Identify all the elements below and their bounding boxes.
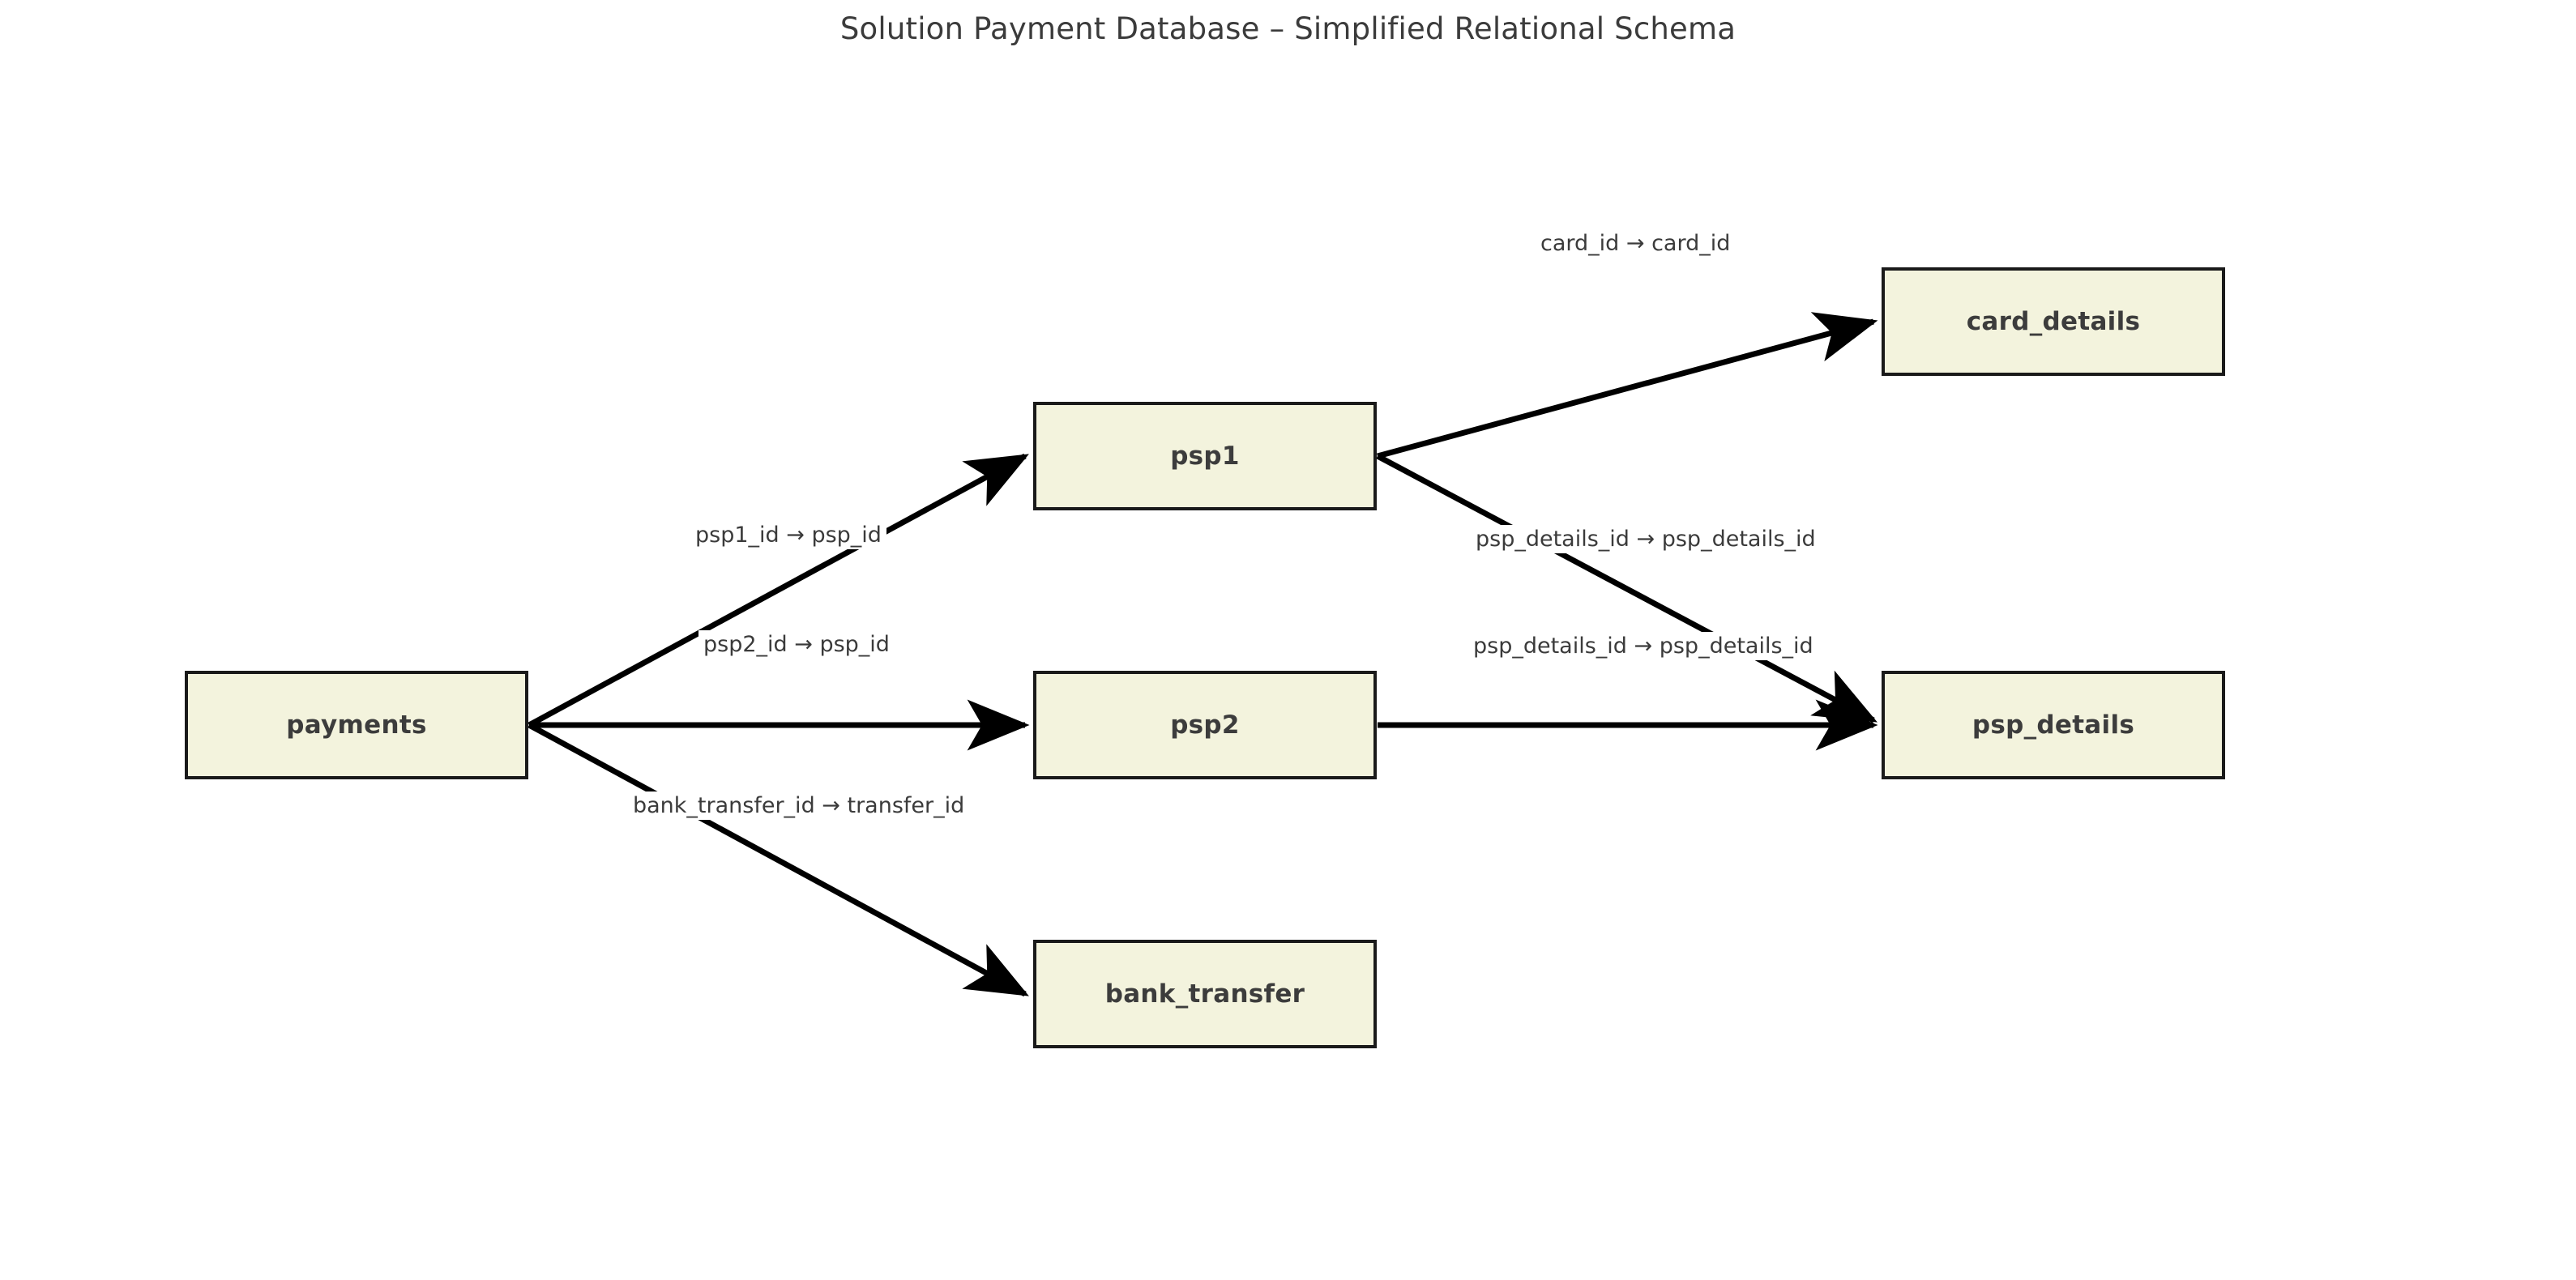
node-psp1[interactable]: psp1 (1033, 402, 1377, 510)
node-psp-details[interactable]: psp_details (1882, 671, 2225, 779)
edge-label-psp1-psp-details: psp_details_id → psp_details_id (1471, 525, 1821, 554)
node-bank-transfer[interactable]: bank_transfer (1033, 940, 1377, 1048)
edge-label-payments-bank-transfer: bank_transfer_id → transfer_id (628, 791, 970, 821)
node-payments[interactable]: payments (185, 671, 528, 779)
node-label-payments: payments (286, 710, 427, 740)
edge-label-psp2-psp-details: psp_details_id → psp_details_id (1468, 632, 1818, 661)
node-label-psp-details: psp_details (1972, 710, 2135, 740)
edge-psp1-card-details (1377, 312, 1878, 459)
node-label-bank-transfer: bank_transfer (1104, 979, 1305, 1009)
edge-label-payments-psp1: psp1_id → psp_id (690, 521, 886, 550)
node-label-psp2: psp2 (1170, 710, 1240, 740)
edge-psp1-psp-details (1376, 453, 1878, 723)
edge-payments-bank-transfer (528, 722, 1029, 997)
edge-label-psp1-card-details: card_id → card_id (1536, 229, 1736, 258)
edge-label-payments-psp2: psp2_id → psp_id (698, 630, 895, 659)
node-card-details[interactable]: card_details (1882, 267, 2225, 376)
edge-payments-psp1 (528, 453, 1029, 728)
node-psp2[interactable]: psp2 (1033, 671, 1377, 779)
node-label-card-details: card_details (1966, 307, 2141, 336)
page-title: Solution Payment Database – Simplified R… (839, 11, 1737, 46)
node-label-psp1: psp1 (1170, 442, 1240, 471)
